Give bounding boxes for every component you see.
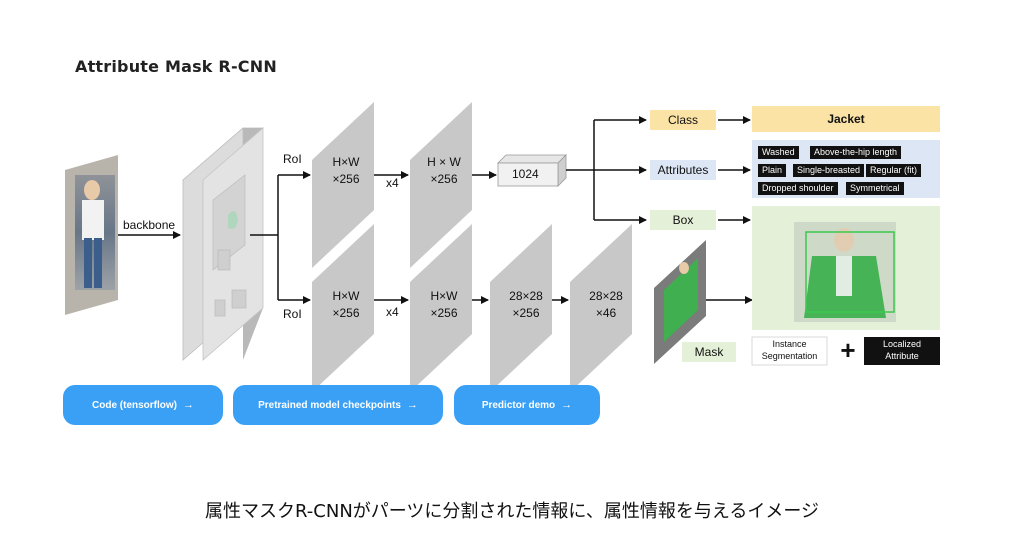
- attribute-tag: Single-breasted: [793, 164, 865, 177]
- roi-top-label: RoI: [283, 152, 302, 166]
- head-box-box: Box: [650, 210, 716, 230]
- backbone-block: [181, 127, 265, 361]
- pretrained-checkpoints-button[interactable]: Pretrained model checkpoints →: [233, 385, 443, 425]
- architecture-diagram: [65, 102, 940, 392]
- x4-bottom-label: x4: [386, 305, 399, 319]
- attribute-tag: Plain: [758, 164, 787, 177]
- page-title: Attribute Mask R-CNN: [75, 57, 277, 76]
- attribute-tag: Above-the-hip length: [810, 146, 902, 159]
- bottom-block-1: [312, 224, 374, 392]
- attribute-tag: Regular (fit): [866, 164, 922, 177]
- result-class-label: Jacket: [827, 112, 865, 126]
- bottom-block-4: [570, 224, 632, 392]
- x4-top-label: x4: [386, 176, 399, 190]
- top-block-1: [312, 102, 374, 268]
- attribute-tag: Washed: [758, 146, 799, 159]
- code-tensorflow-button[interactable]: Code (tensorflow) →: [63, 385, 223, 425]
- predictor-demo-label: Predictor demo: [481, 399, 556, 411]
- instance-segmentation-label: Instance Segmentation: [761, 339, 818, 361]
- attribute-tag: Symmetrical: [846, 182, 904, 195]
- bottom-block-1-label: H×W ×256: [332, 289, 360, 320]
- localized-attribute-box: [864, 337, 940, 365]
- localized-attribute-label: Localized Attribute: [882, 339, 922, 361]
- head-attributes-box: Attributes: [650, 160, 716, 180]
- caption: 属性マスクR-CNNがパーツに分割された情報に、属性情報を与えるイメージ: [205, 501, 819, 522]
- predictor-demo-button[interactable]: Predictor demo →: [454, 385, 600, 425]
- result-class-panel: [752, 106, 940, 132]
- attribute-tag: Dropped shoulder: [758, 182, 838, 195]
- code-tensorflow-label: Code (tensorflow): [92, 399, 177, 411]
- bottom-block-2: [410, 224, 472, 392]
- fc-label: 1024: [512, 167, 539, 181]
- pretrained-checkpoints-label: Pretrained model checkpoints: [258, 399, 401, 411]
- bottom-block-2-label: H×W ×256: [430, 289, 458, 320]
- top-block-2: [410, 102, 472, 268]
- input-photo: [65, 155, 118, 315]
- instance-segmentation-box: [751, 336, 828, 366]
- bottom-block-3-label: 28×28 ×256: [509, 289, 543, 320]
- mask-thumbnail: [654, 240, 706, 364]
- segmentation-image: [794, 222, 896, 322]
- head-mask-box: Mask: [682, 342, 736, 362]
- roi-bottom-label: RoI: [283, 307, 302, 321]
- top-block-2-label: H × W ×256: [427, 155, 461, 186]
- bottom-block-4-label: 28×28 ×46: [589, 289, 623, 320]
- arrow-right-icon: →: [561, 399, 573, 411]
- head-class-box: Class: [650, 110, 716, 130]
- arrow-right-icon: →: [406, 399, 418, 411]
- arrow-right-icon: →: [183, 399, 194, 411]
- plus-sign: +: [840, 335, 856, 365]
- bottom-block-3: [490, 224, 552, 392]
- top-block-1-label: H×W ×256: [332, 155, 360, 186]
- backbone-label: backbone: [123, 218, 176, 232]
- fc-layer-box: [497, 154, 567, 187]
